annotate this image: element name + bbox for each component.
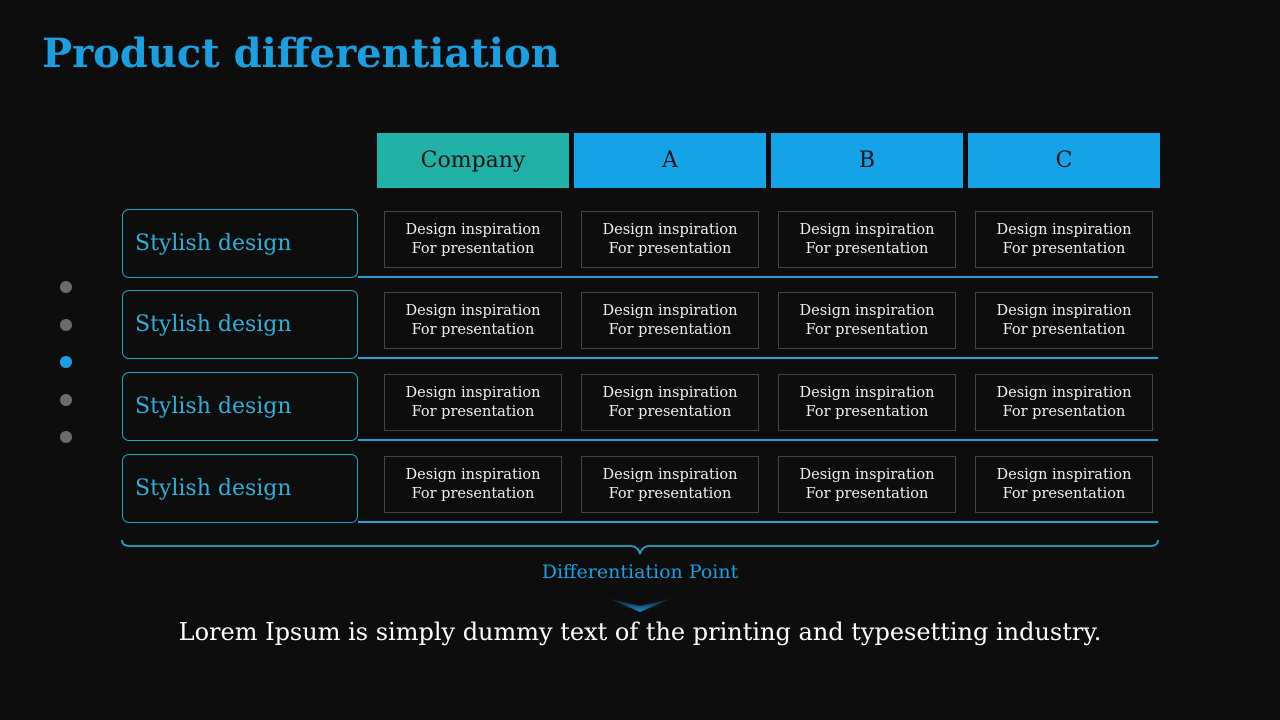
cell-line-2: For presentation	[411, 403, 535, 420]
cell-line-2: For presentation	[1002, 485, 1126, 502]
cell-line-1: Design inspiration	[405, 384, 541, 401]
row-label: Stylish design	[122, 209, 358, 278]
cell-line-2: For presentation	[608, 485, 732, 502]
cell-line-2: For presentation	[608, 240, 732, 257]
cell-line-1: Design inspiration	[996, 384, 1132, 401]
cell-line-1: Design inspiration	[996, 466, 1132, 483]
cell-line-2: For presentation	[1002, 321, 1126, 338]
row-label: Stylish design	[122, 372, 358, 441]
pagination-dot[interactable]	[60, 431, 72, 443]
pagination-dot[interactable]	[60, 281, 72, 293]
column-header-3: C	[968, 133, 1160, 188]
down-chevron-icon	[607, 598, 673, 612]
cell-line-1: Design inspiration	[996, 302, 1132, 319]
row-divider	[358, 276, 1158, 278]
row-label: Stylish design	[122, 454, 358, 523]
row-divider	[358, 439, 1158, 441]
column-header-2: B	[771, 133, 963, 188]
cell-line-1: Design inspiration	[602, 384, 738, 401]
cell-line-2: For presentation	[1002, 240, 1126, 257]
cell-line-1: Design inspiration	[799, 466, 935, 483]
cell-line-2: For presentation	[805, 240, 929, 257]
column-header-0: Company	[377, 133, 569, 188]
cell-line-1: Design inspiration	[602, 221, 738, 238]
cell-line-1: Design inspiration	[602, 466, 738, 483]
row-divider	[358, 521, 1158, 523]
pagination-dot[interactable]	[60, 356, 72, 368]
cell-line-1: Design inspiration	[996, 221, 1132, 238]
cell-line-2: For presentation	[411, 485, 535, 502]
cell-line-2: For presentation	[1002, 403, 1126, 420]
cell-line-1: Design inspiration	[799, 384, 935, 401]
cell-line-2: For presentation	[411, 321, 535, 338]
cell-line-1: Design inspiration	[602, 302, 738, 319]
cell-line-2: For presentation	[608, 321, 732, 338]
cell-line-1: Design inspiration	[405, 302, 541, 319]
column-header-1: A	[574, 133, 766, 188]
pagination-dot[interactable]	[60, 393, 72, 406]
cell-line-2: For presentation	[805, 321, 929, 338]
differentiation-point-label: Differentiation Point	[541, 561, 739, 583]
cell-line-2: For presentation	[805, 485, 929, 502]
footer-text: Lorem Ipsum is simply dummy text of the …	[178, 618, 1102, 646]
brace-icon	[121, 539, 1159, 555]
cell-line-2: For presentation	[805, 403, 929, 420]
cell-line-1: Design inspiration	[799, 302, 935, 319]
cell-line-1: Design inspiration	[799, 221, 935, 238]
cell-line-1: Design inspiration	[405, 221, 541, 238]
row-label: Stylish design	[122, 290, 358, 359]
page-title: Product differentiation	[42, 30, 560, 77]
cell-line-2: For presentation	[411, 240, 535, 257]
row-divider	[358, 357, 1158, 359]
pagination-dot[interactable]	[60, 318, 72, 331]
cell-line-2: For presentation	[608, 403, 732, 420]
cell-line-1: Design inspiration	[405, 466, 541, 483]
